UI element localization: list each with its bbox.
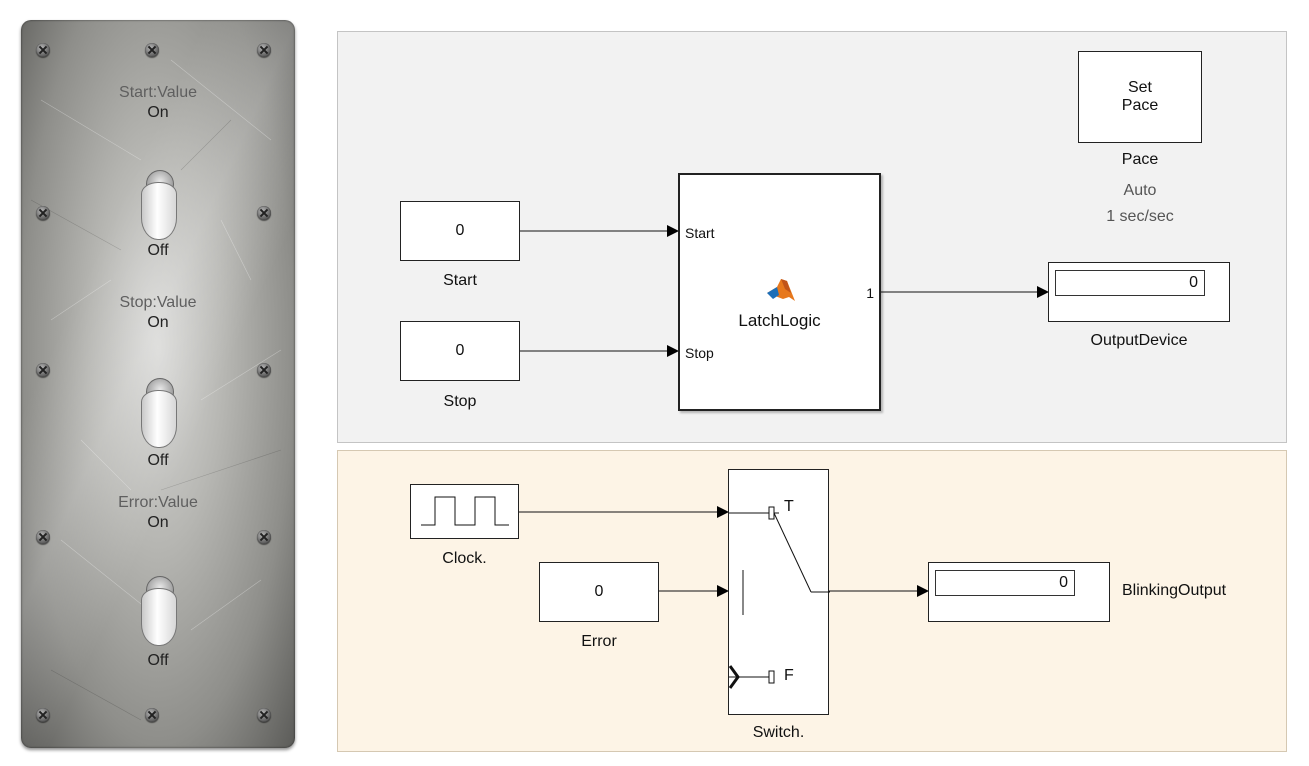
start-toggle-switch[interactable] [141, 170, 177, 240]
blinking-output-block[interactable]: 0 [928, 562, 1110, 622]
error-toggle-caption: Error:Value [118, 494, 198, 511]
pace-block-line1: Set [1127, 79, 1152, 96]
start-toggle-on-label: On [147, 104, 169, 121]
clock-block-label: Clock. [442, 550, 487, 567]
latch-start-port-label: Start [685, 225, 715, 241]
blinking-output-label: BlinkingOutput [1122, 582, 1227, 599]
latch-block-label: LatchLogic [738, 311, 821, 330]
toggle-lever-icon [141, 588, 177, 646]
switch-block[interactable]: T F [728, 469, 830, 715]
matlab-logo-icon [767, 279, 795, 301]
stop-toggle-on-label: On [147, 314, 169, 331]
screw-icon [257, 708, 271, 722]
start-block-value: 0 [455, 222, 465, 239]
latch-stop-port-label: Stop [685, 345, 714, 361]
start-constant-block[interactable]: 0 [400, 201, 520, 261]
panel-texture [30, 59, 282, 721]
stop-toggle-off-label: Off [147, 452, 169, 469]
pace-rate-text: 1 sec/sec [1106, 208, 1174, 225]
pulse-wave-icon [421, 496, 509, 526]
pace-block-line2: Pace [1121, 97, 1159, 114]
error-toggle-off-label: Off [147, 652, 169, 669]
pace-block-label: Pace [1121, 151, 1159, 168]
screw-icon [257, 363, 271, 377]
control-panel: Start:Value On Off Stop:Value On Off Err… [21, 20, 295, 748]
screw-icon [257, 43, 271, 57]
stop-block-value: 0 [455, 342, 465, 359]
screw-icon [145, 708, 159, 722]
start-toggle-caption: Start:Value [119, 84, 197, 101]
start-block-label: Start [443, 272, 477, 289]
pace-mode-text: Auto [1123, 182, 1157, 199]
start-toggle-off-label: Off [147, 242, 169, 259]
error-constant-block[interactable]: 0 [539, 562, 659, 622]
screw-icon [257, 530, 271, 544]
error-toggle-switch[interactable] [141, 576, 177, 646]
screw-icon [257, 206, 271, 220]
switch-block-label: Switch. [752, 724, 805, 741]
error-block-value: 0 [594, 583, 604, 600]
error-toggle-on-label: On [147, 514, 169, 531]
screw-icon [36, 530, 50, 544]
output-device-block[interactable]: 0 [1048, 262, 1230, 322]
screw-icon [36, 708, 50, 722]
switch-symbol-icon [729, 506, 830, 689]
toggle-lever-icon [141, 182, 177, 240]
latchlogic-block[interactable]: Start Stop 1 LatchLogic [678, 173, 881, 411]
switch-true-port-label: T [784, 498, 794, 515]
set-pace-block[interactable]: Set Pace [1078, 51, 1202, 143]
output-device-label: OutputDevice [1090, 332, 1188, 349]
screw-icon [145, 43, 159, 57]
stop-toggle-caption: Stop:Value [119, 294, 197, 311]
stop-toggle-switch[interactable] [141, 378, 177, 448]
switch-false-port-label: F [784, 667, 794, 684]
screw-icon [36, 363, 50, 377]
screw-icon [36, 206, 50, 220]
toggle-lever-icon [141, 390, 177, 448]
stop-block-label: Stop [443, 393, 477, 410]
error-block-label: Error [581, 633, 617, 650]
screw-icon [36, 43, 50, 57]
clock-block[interactable] [410, 484, 519, 539]
stop-constant-block[interactable]: 0 [400, 321, 520, 381]
latch-output-port-label: 1 [866, 285, 874, 301]
output-device-readout: 0 [1055, 270, 1205, 296]
blinking-output-readout: 0 [935, 570, 1075, 596]
